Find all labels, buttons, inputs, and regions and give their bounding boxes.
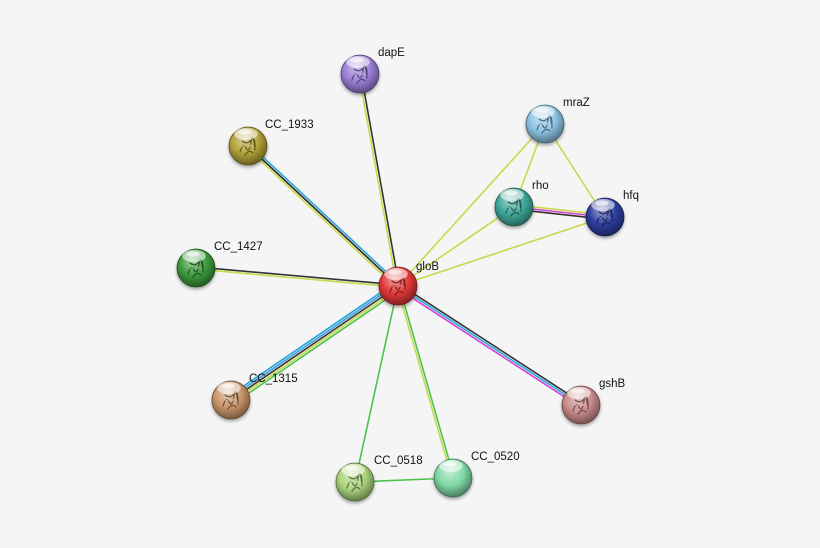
label-mraZ: mraZ: [563, 97, 590, 109]
label-rho: rho: [532, 180, 549, 192]
edge-strand: [397, 123, 546, 287]
edge-strand: [195, 266, 399, 286]
edge-gloB-rho: [397, 206, 515, 287]
label-CC_0518: CC_0518: [374, 455, 423, 467]
label-gshB: gshB: [599, 378, 626, 390]
edge-strand: [195, 268, 399, 288]
edge-strand: [398, 284, 455, 479]
label-CC_1315: CC_1315: [249, 373, 298, 385]
node-rho[interactable]: [494, 187, 534, 227]
edge-gloB-hfq: [397, 216, 606, 287]
node-CC_0520[interactable]: [433, 458, 473, 498]
edge-strand: [358, 73, 398, 287]
edge-gloB-dapE: [358, 73, 400, 287]
label-dapE: dapE: [378, 47, 405, 59]
edge-strand: [227, 281, 397, 398]
edge-gloB-mraZ: [397, 123, 546, 287]
edge-gloB-CC_1933: [245, 143, 401, 289]
edge-strand: [360, 73, 400, 287]
edge-gloB-CC_1315: [227, 281, 402, 405]
protein-structure-icon: [346, 472, 363, 492]
edge-strand: [245, 146, 398, 289]
edge-strand: [247, 145, 399, 287]
node-gloB[interactable]: [378, 266, 418, 306]
edge-strand: [397, 216, 606, 287]
node-CC_1315[interactable]: [211, 380, 251, 420]
edge-strand: [248, 143, 401, 286]
edge-strand: [396, 287, 581, 408]
edge-strand: [230, 285, 399, 401]
label-hfq: hfq: [623, 190, 639, 202]
edge-strand: [398, 283, 583, 404]
node-mraZ[interactable]: [525, 104, 565, 144]
label-CC_0520: CC_0520: [471, 451, 520, 463]
label-gloB: gloB: [416, 261, 439, 273]
edge-strand: [231, 287, 401, 403]
node-hfq[interactable]: [585, 197, 625, 237]
edge-gloB-CC_0520: [396, 284, 455, 480]
node-gshB[interactable]: [561, 385, 601, 425]
node-CC_1933[interactable]: [228, 126, 268, 166]
edge-strand: [354, 285, 399, 483]
node-CC_1427[interactable]: [176, 248, 216, 288]
edge-strand: [396, 285, 453, 480]
edge-strand: [228, 283, 398, 399]
edge-strand: [232, 288, 402, 405]
edge-gloB-CC_1427: [195, 266, 399, 288]
edge-gloB-gshB: [396, 283, 583, 408]
nodes-layer: [176, 54, 625, 502]
label-CC_1427: CC_1427: [214, 241, 263, 253]
edge-gloB-CC_0518: [354, 285, 399, 483]
edge-strand: [397, 206, 515, 287]
node-dapE[interactable]: [340, 54, 380, 94]
label-CC_1933: CC_1933: [265, 119, 314, 131]
edge-strand: [397, 285, 582, 406]
node-CC_0518[interactable]: [335, 462, 375, 502]
